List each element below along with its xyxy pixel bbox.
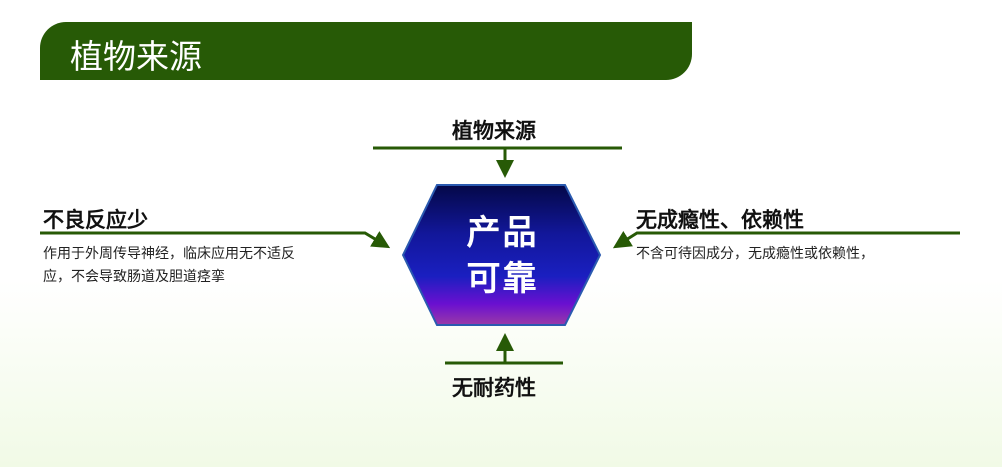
left-label: 不良反应少 <box>43 208 148 232</box>
left-arrow <box>40 231 391 249</box>
right-label: 无成瘾性、依赖性 <box>636 208 804 232</box>
right-arrow <box>612 230 960 249</box>
section-title: 植物来源 <box>70 37 202 76</box>
center-text: 产品 可靠 <box>440 210 565 302</box>
top-label: 植物来源 <box>452 119 536 143</box>
section-header: 植物来源 <box>40 22 692 80</box>
left-desc-2: 应，不会导致肠道及胆道痉挛 <box>43 269 225 285</box>
left-desc-1: 作用于外周传导神经，临床应用无不适反 <box>43 246 295 262</box>
center-line1: 产品 <box>466 213 539 253</box>
center-hexagon <box>401 184 602 326</box>
center-line2: 可靠 <box>466 259 539 299</box>
bottom-label: 无耐药性 <box>452 376 536 400</box>
right-desc: 不含可待因成分，无成瘾性或依赖性， <box>636 246 874 262</box>
